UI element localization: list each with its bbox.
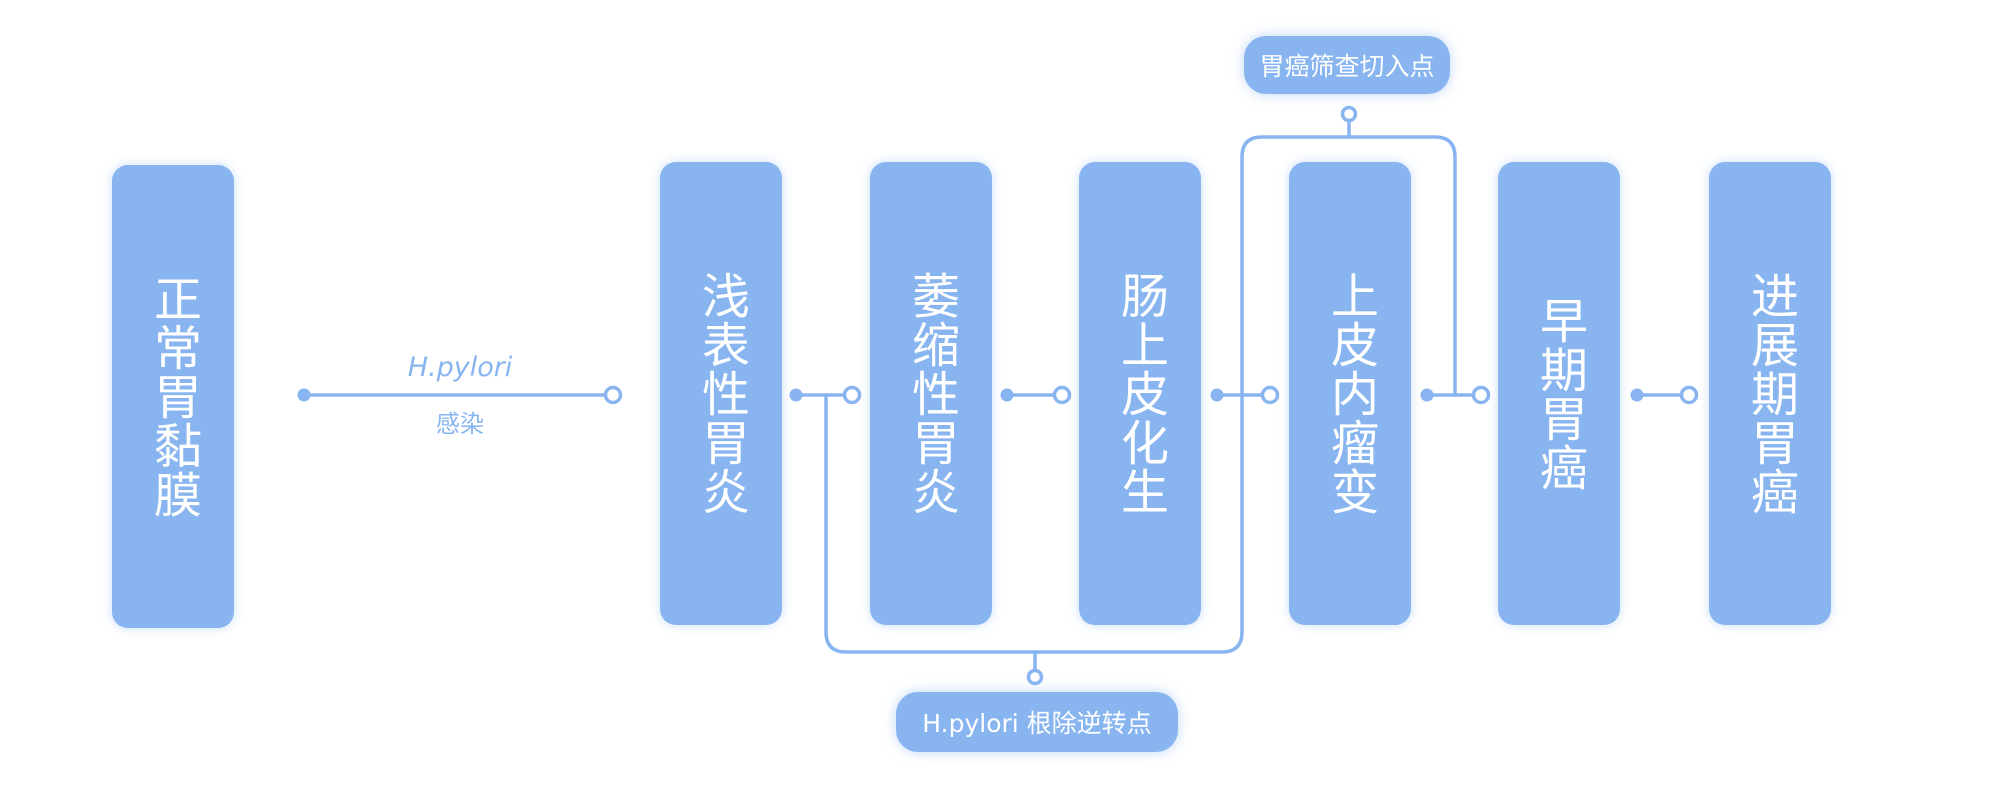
eradication-reversal-callout: H.pylori 根除逆转点 — [896, 692, 1178, 752]
connector-endpoint — [603, 385, 623, 405]
connector-dot — [297, 388, 311, 402]
connector-dot — [1000, 388, 1014, 402]
stage-label: 上皮内瘤变 — [1322, 271, 1378, 516]
stage-label: 萎缩性胃炎 — [903, 271, 959, 516]
connector-endpoint — [1471, 385, 1491, 405]
stage-label: 肠上皮化生 — [1112, 271, 1168, 516]
infection-label: H.pylori — [407, 352, 513, 383]
stage-normal-mucosa: 正常胃黏膜 — [112, 165, 234, 628]
connector-dot — [789, 388, 803, 402]
stage-advanced-gastric-cancer: 进展期胃癌 — [1709, 162, 1831, 625]
connector-endpoint — [1679, 385, 1699, 405]
stage-label: 进展期胃癌 — [1742, 271, 1798, 516]
infection-sublabel: 感染 — [436, 410, 484, 438]
stage-atrophic-gastritis: 萎缩性胃炎 — [870, 162, 992, 625]
connector-dot — [1420, 388, 1434, 402]
stage-early-gastric-cancer: 早期胃癌 — [1498, 162, 1620, 625]
connector-endpoint — [842, 385, 862, 405]
connector-endpoint — [1260, 385, 1280, 405]
connector-dot — [1210, 388, 1224, 402]
connector-endpoint — [1052, 385, 1072, 405]
connector-dot — [1630, 388, 1644, 402]
stage-label: 早期胃癌 — [1531, 295, 1587, 492]
screening-entry-callout: 胃癌筛查切入点 — [1244, 36, 1450, 94]
stage-intestinal-metaplasia: 肠上皮化生 — [1079, 162, 1201, 625]
stage-label: 浅表性胃炎 — [693, 271, 749, 516]
screening-endpoint — [1340, 105, 1358, 123]
stage-superficial-gastritis: 浅表性胃炎 — [660, 162, 782, 625]
eradication-endpoint — [1026, 668, 1044, 686]
stage-label: 正常胃黏膜 — [145, 274, 201, 519]
stage-intraepithelial-neoplasia: 上皮内瘤变 — [1289, 162, 1411, 625]
